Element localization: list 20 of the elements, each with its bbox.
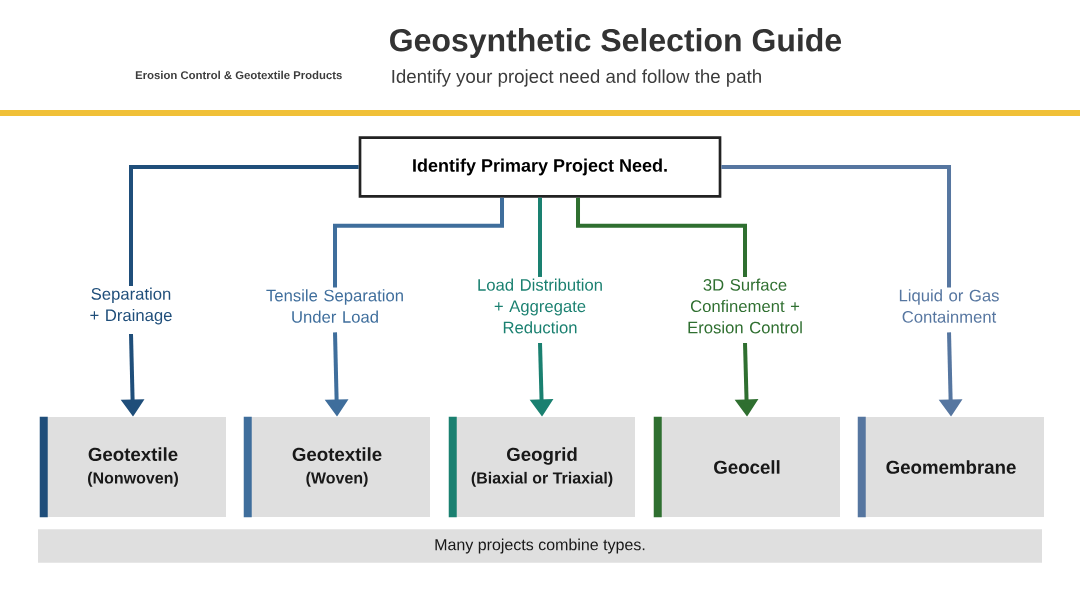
connector-line xyxy=(538,197,542,277)
product-box: Geotextile (Woven) xyxy=(243,416,430,518)
product-box: Geotextile (Nonwoven) xyxy=(39,416,226,518)
title: Geosynthetic Selection Guide xyxy=(390,28,842,58)
product-box: Geogrid (Biaxial or Triaxial) xyxy=(448,416,635,518)
product-box: Geocell xyxy=(653,416,840,518)
need-label: Separation + Drainage xyxy=(90,287,172,325)
product-box: Geomembrane xyxy=(857,416,1044,518)
need-label: Liquid or Gas Containment xyxy=(899,289,999,323)
connector-line xyxy=(333,197,504,288)
need-label: Load Distribution + Aggregate Reduction xyxy=(478,278,602,334)
subtitle: Identify your project need and follow the path xyxy=(392,69,761,87)
connector-line xyxy=(721,165,951,288)
need-label: 3D Surface Confinement + Erosion Control xyxy=(688,278,802,334)
tagline: Erosion Control & Geotextile Products xyxy=(135,70,342,80)
connector-line xyxy=(576,197,747,277)
start-box: Identify Primary Project Need. xyxy=(358,136,722,198)
note-band: Many projects combine types. xyxy=(38,529,1042,563)
need-label: Tensile Separation Under Load xyxy=(266,289,403,323)
connector-line xyxy=(129,165,359,286)
